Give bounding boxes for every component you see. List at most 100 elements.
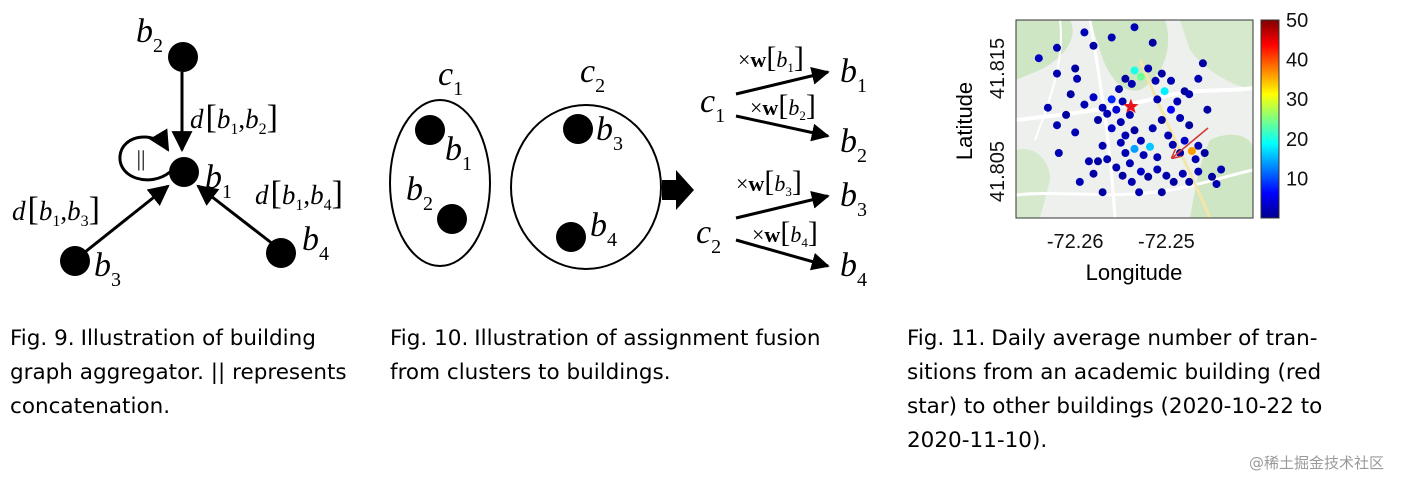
- cluster-label-c2-right: c2: [696, 214, 721, 258]
- edge-label-d-b1-b4: d[b1,b4]: [255, 175, 343, 214]
- fig9-caption-label: Fig. 9.: [10, 326, 75, 351]
- y-tick-label: 41.815: [987, 38, 1009, 99]
- scatter-point: [1136, 167, 1145, 176]
- scatter-point: [1144, 172, 1153, 181]
- fig9-graph-diagram: || b2 b1 b3 b4 d[b1,b2] d[b1,b3] d[b1,b4…: [12, 13, 343, 291]
- scatter-point: [1054, 149, 1063, 157]
- annotation-arrow: [1172, 127, 1209, 158]
- scatter-point: [1153, 95, 1162, 104]
- scatter-point: [1116, 118, 1125, 127]
- cluster-ellipse-c2: [510, 104, 662, 270]
- figure-10: c1 c2 b1 b2 b3 b4 c1 c2 ×w[b1] ×w[b2] ×w…: [380, 0, 900, 300]
- arrow-c1-b1: [735, 67, 830, 96]
- fig10-fusion-diagram: c1 c2 b1 b2 b3 b4 c1 c2 ×w[b1] ×w[b2] ×w…: [389, 41, 867, 291]
- svg-text:×w[b3]: ×w[b3]: [736, 165, 802, 199]
- label-b2: b2: [136, 13, 163, 57]
- fig11-caption-line: Daily average number of tran-: [991, 326, 1318, 351]
- scatter-point: [1151, 76, 1160, 85]
- y-tick-label: 41.805: [987, 141, 1009, 202]
- edge-label-d-b1-b2: d[b1,b2]: [190, 99, 278, 138]
- scatter-point: [1125, 110, 1134, 119]
- watermark: @稀土掘金技术社区: [1248, 454, 1384, 472]
- arrow-c2-b4: [735, 238, 830, 271]
- scatter-point: [1135, 188, 1144, 197]
- scatter-point: [1157, 188, 1166, 197]
- scatter-point: [1203, 105, 1212, 114]
- scatter-point: [1118, 97, 1127, 106]
- node-b3: [60, 246, 90, 276]
- fig10-caption-line: Illustration of assignment fusion: [474, 326, 821, 351]
- scatter-point: [1198, 59, 1207, 68]
- node-label-b1: b1: [445, 131, 472, 175]
- label-b1: b1: [205, 159, 232, 203]
- colorbar-tick-label: 40: [1286, 50, 1308, 72]
- scatter-point: [1089, 41, 1098, 50]
- scatter-point: [1146, 142, 1154, 151]
- scatter-point: [1148, 38, 1157, 47]
- node-b4: [266, 238, 296, 268]
- edge-label-d-b1-b3: d[b1,b3]: [12, 191, 100, 230]
- scatter-point: [1127, 177, 1136, 186]
- scatter-point: [1164, 131, 1173, 140]
- colorbar-tick-label: 10: [1286, 168, 1308, 190]
- scatter-point: [1103, 155, 1112, 164]
- scatter-point: [1094, 157, 1102, 166]
- scatter-point: [1043, 103, 1052, 112]
- fig11-caption-label: Fig. 11.: [907, 326, 986, 351]
- scatter-point: [1217, 165, 1226, 174]
- y-axis-label: Latitude: [952, 82, 977, 160]
- scatter-point: [1191, 155, 1200, 164]
- thick-right-arrow-icon: [662, 170, 694, 210]
- x-tick-label: -72.25: [1138, 231, 1195, 253]
- scatter-point: [1125, 159, 1134, 168]
- fig9-caption-line: Illustration of building: [80, 326, 316, 351]
- scatter-point: [1200, 149, 1209, 157]
- fig9-caption-line: graph aggregator. || represents: [10, 360, 347, 385]
- scatter-point: [1167, 105, 1175, 114]
- fig10-caption-line: from clusters to buildings.: [390, 360, 671, 385]
- scatter-point: [1053, 69, 1061, 78]
- scatter-point: [1066, 90, 1075, 99]
- scatter-point: [1098, 141, 1107, 150]
- svg-text:d[b1,b2]: d[b1,b2]: [190, 99, 278, 138]
- scatter-point: [1136, 72, 1145, 81]
- cluster-ellipse-c1: [389, 99, 491, 267]
- weight-label-b1: ×w[b1]: [738, 41, 804, 75]
- label-b4: b4: [302, 221, 329, 265]
- cluster-label-c1: c1: [438, 56, 463, 100]
- x-axis-label: Longitude: [1086, 260, 1183, 285]
- scatter-point: [1053, 121, 1061, 130]
- node-b3: [563, 114, 593, 144]
- scatter-point: [1094, 116, 1102, 124]
- scatter-point: [1089, 93, 1098, 102]
- scatter-point: [1185, 177, 1194, 186]
- fig9-caption: Fig. 9.Illustration of building graph ag…: [10, 322, 370, 424]
- scatter-point: [1062, 110, 1071, 119]
- x-tick-label: -72.26: [1047, 231, 1104, 253]
- scatter-point: [1118, 171, 1127, 180]
- scatter-point: [1121, 149, 1130, 157]
- scatter-point: [1194, 167, 1203, 176]
- scatter-point: [1080, 100, 1089, 109]
- scatter-point: [1034, 54, 1043, 63]
- scatter-point: [1148, 124, 1157, 133]
- colorbar-tick-label: 20: [1286, 129, 1308, 151]
- scatter-point: [1212, 180, 1221, 188]
- scatter-point: [1127, 79, 1136, 88]
- scatter-point: [1098, 103, 1107, 112]
- scatter-point: [1073, 74, 1082, 83]
- scatter-point: [1157, 69, 1166, 78]
- svg-text:b1: b1: [205, 159, 232, 203]
- map-background: [1016, 20, 1253, 218]
- node-b2: [168, 42, 198, 72]
- fig11-caption-line: 2020-11-10).: [907, 428, 1048, 453]
- cluster-label-c1-right: c1: [700, 83, 725, 127]
- scatter-point: [1194, 141, 1203, 150]
- scatter-point: [1144, 64, 1153, 73]
- svg-text:b3: b3: [94, 247, 121, 291]
- fig11-caption-line: star) to other buildings (2020-10-22 to: [907, 394, 1323, 419]
- node-b4: [556, 222, 586, 252]
- scatter-point: [1168, 140, 1177, 149]
- scatter-point: [1160, 87, 1169, 96]
